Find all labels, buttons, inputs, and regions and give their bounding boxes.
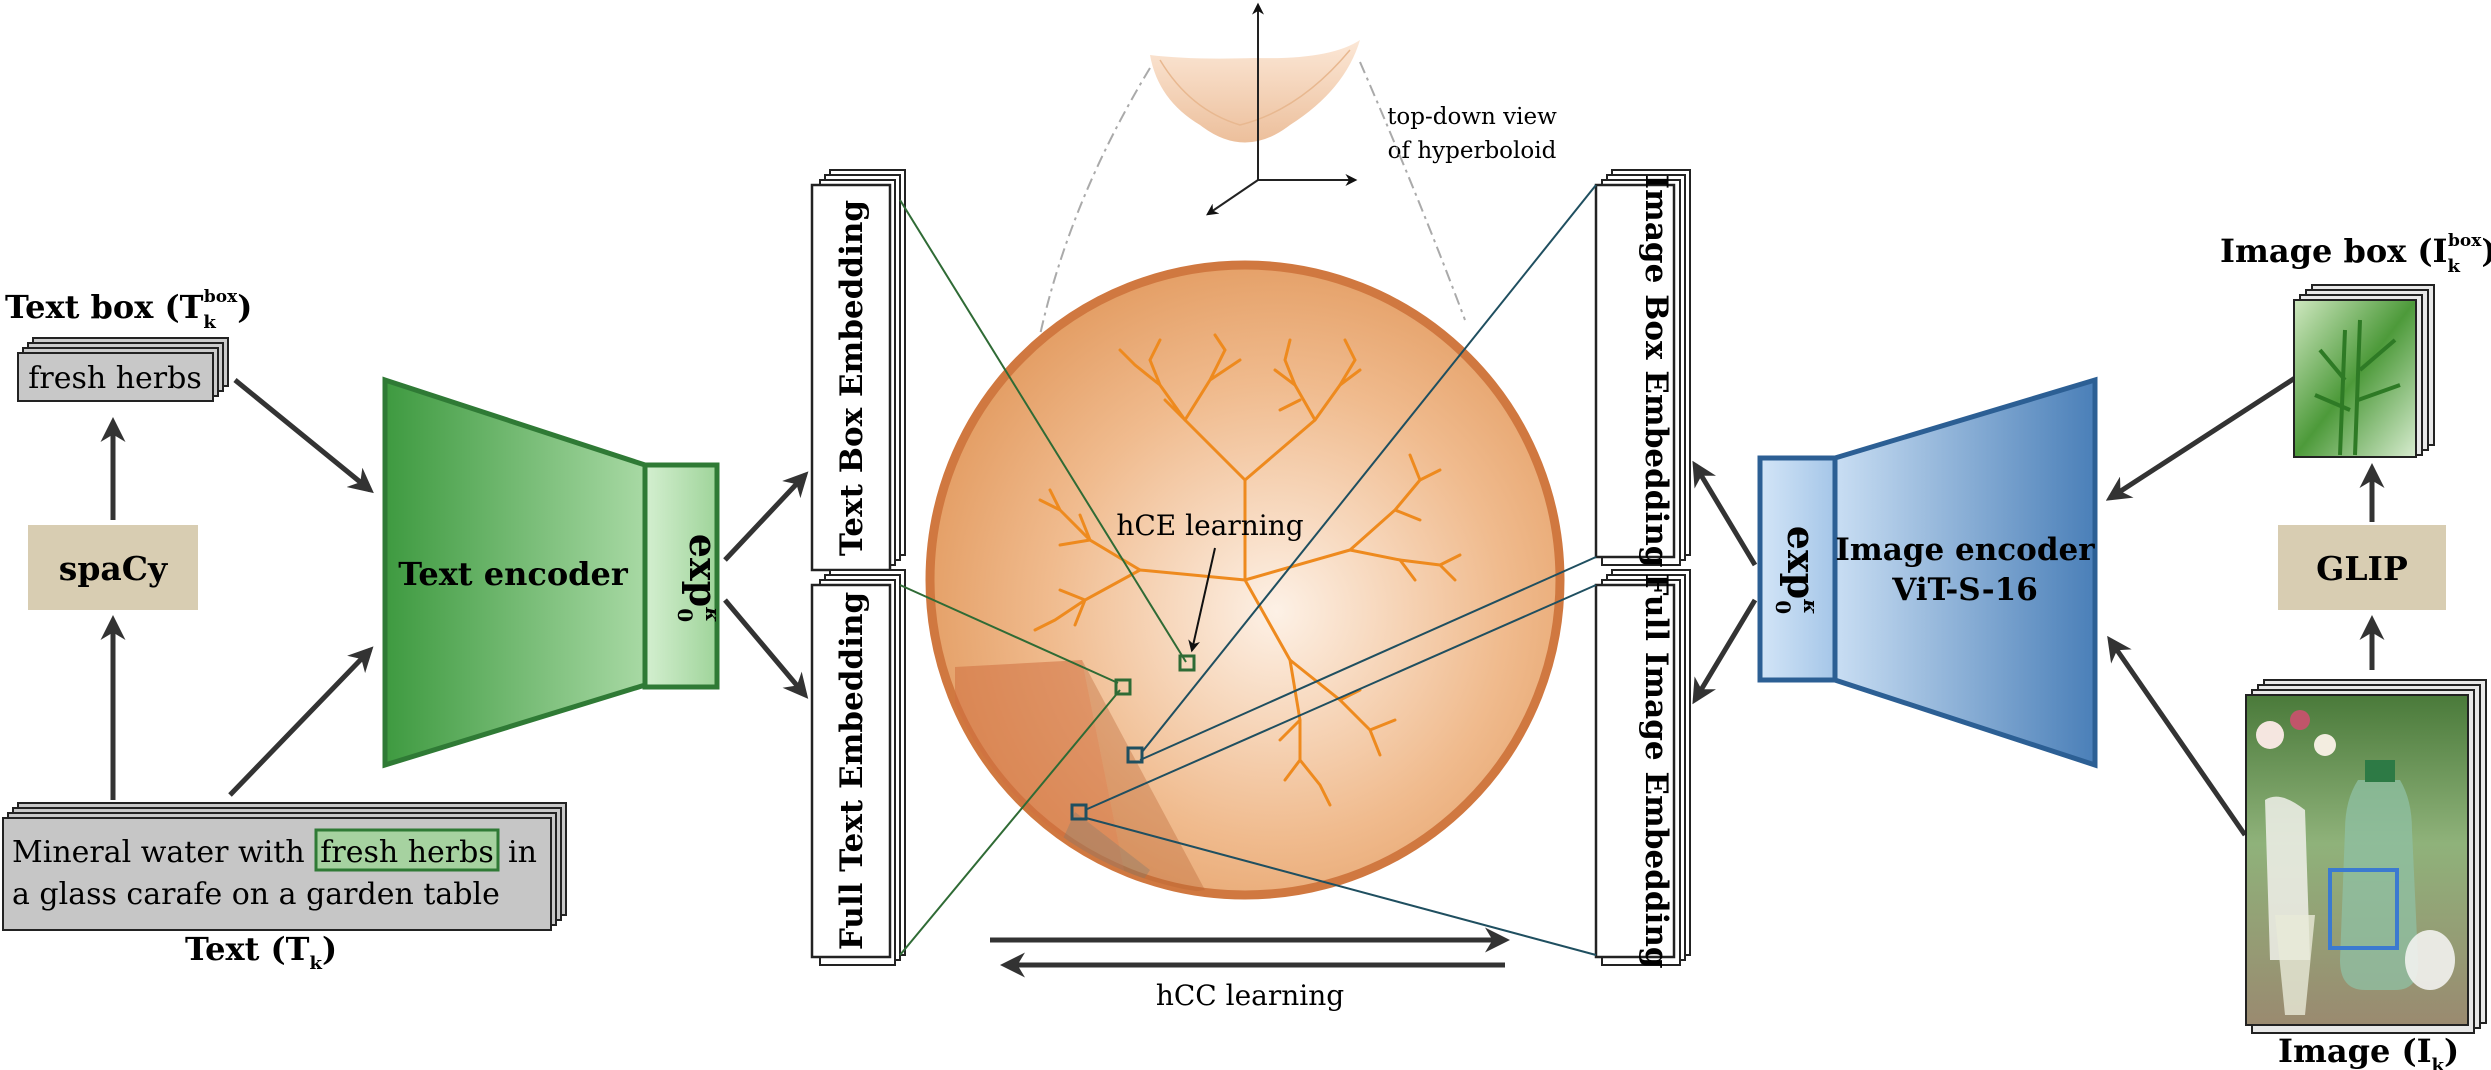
hcc-learning: hCC learning bbox=[990, 927, 1510, 1012]
full-image-embedding-label: Full Image Embedding bbox=[1638, 573, 1674, 968]
text-exp-map bbox=[642, 462, 720, 690]
spacy-box bbox=[28, 525, 198, 610]
poincare-disk: hCE learning bbox=[925, 260, 1565, 900]
text-branch: Text box (Tkbox) fresh herbs spaCy Miner… bbox=[2, 287, 809, 974]
image-label: Image (Ik) bbox=[2278, 1032, 2459, 1070]
arrow-imagebox-to-encoder bbox=[2105, 375, 2297, 501]
caption-line-2: a glass carafe on a garden table bbox=[12, 877, 500, 912]
arrow-caption-to-encoder bbox=[228, 646, 374, 797]
caption-line-1-end: in bbox=[508, 835, 537, 870]
text-box-embedding-label: Text Box Embedding bbox=[834, 200, 870, 556]
text-exp-label: expκ0 bbox=[673, 534, 726, 622]
arrow-to-image-box-embedding bbox=[1692, 460, 1758, 567]
image-box-embedding-stack: Image Box Embedding bbox=[1594, 169, 1691, 568]
hcc-learning-label: hCC learning bbox=[1156, 979, 1344, 1012]
image-encoder-label-2: ViT-S-16 bbox=[1891, 572, 2038, 608]
hyperboloid-caption-2: of hyperboloid bbox=[1388, 138, 1557, 164]
image-box-embedding-label: Image Box Embedding bbox=[1638, 175, 1674, 568]
arrow-textbox-to-encoder bbox=[233, 378, 374, 494]
image-stack bbox=[2245, 679, 2487, 1034]
hce-learning-label: hCE learning bbox=[1116, 509, 1303, 542]
text-encoder-label: Text encoder bbox=[398, 555, 629, 593]
image-box-title: Image box (Ikbox) bbox=[2220, 231, 2491, 277]
text-box-embedding-stack: Text Box Embedding bbox=[810, 169, 906, 572]
text-box-value: fresh herbs bbox=[28, 361, 201, 396]
full-text-embedding-label: Full Text Embedding bbox=[834, 592, 870, 950]
full-image-embedding-stack: Full Image Embedding bbox=[1594, 569, 1691, 969]
caption-highlight-box bbox=[314, 828, 500, 872]
caption-highlight: fresh herbs bbox=[320, 835, 493, 870]
embedding-connectors bbox=[899, 184, 1597, 956]
point-full-image bbox=[1070, 803, 1088, 821]
image-encoder bbox=[1832, 376, 2098, 769]
point-text-box bbox=[1178, 654, 1196, 672]
text-box-title: Text box (Tkbox) bbox=[5, 287, 252, 333]
arrow-to-full-image-embedding bbox=[1692, 598, 1758, 705]
hyperboloid-axis-y bbox=[1206, 179, 1259, 216]
full-text-embedding-stack: Full Text Embedding bbox=[810, 569, 906, 966]
hce-arrow bbox=[1188, 547, 1216, 653]
glip-box bbox=[2278, 525, 2446, 610]
spacy-label: spaCy bbox=[59, 549, 168, 588]
projection-line-right bbox=[1359, 61, 1466, 321]
point-image-box bbox=[1126, 746, 1144, 764]
caption-stack: Mineral water with fresh herbs in a glas… bbox=[2, 802, 567, 931]
caption-line-1-start: Mineral water with bbox=[12, 835, 305, 870]
image-box-stack bbox=[2293, 284, 2435, 458]
hyperboloid-caption-1: top-down view bbox=[1387, 104, 1557, 130]
hyperboloid-diagram: top-down view of hyperboloid bbox=[1039, 2, 1557, 336]
hyperbolic-tree bbox=[1033, 333, 1462, 807]
hyperboloid-bowl bbox=[1150, 40, 1360, 143]
projection-line-left bbox=[1039, 67, 1151, 336]
image-branch: expκ0 Image encoder ViT-S-16 Image box (… bbox=[1692, 231, 2491, 1070]
point-full-text bbox=[1114, 678, 1132, 696]
glip-label: GLIP bbox=[2316, 549, 2408, 588]
arrow-to-full-text-embedding bbox=[723, 598, 809, 699]
text-box-stack: fresh herbs bbox=[17, 337, 229, 402]
arrow-to-text-box-embedding bbox=[723, 471, 809, 562]
arrow-image-to-encoder bbox=[2107, 635, 2248, 837]
text-label: Text (Tk) bbox=[185, 930, 337, 974]
image-encoder-label-1: Image encoder bbox=[1835, 532, 2095, 568]
detected-box bbox=[2328, 868, 2399, 950]
image-exp-label: expκ0 bbox=[1771, 526, 1824, 614]
